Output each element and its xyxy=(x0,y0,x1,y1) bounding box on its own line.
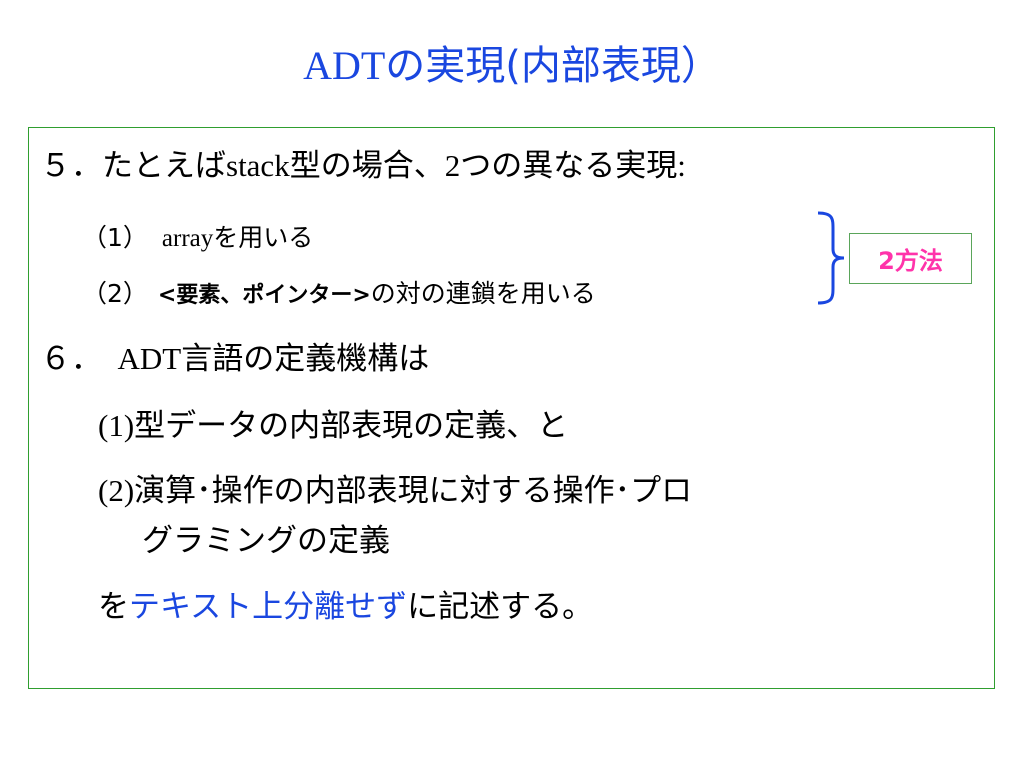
closing-suffix: に記述する。 xyxy=(407,589,594,625)
item-6-suffix: 言語の定義機構は xyxy=(181,341,430,377)
sub-item-1-word: array xyxy=(161,225,214,252)
point-2-continuation-text: グラミングの定義 xyxy=(142,523,390,559)
point-2: (2)演算･操作の内部表現に対する操作･プロ xyxy=(98,475,692,507)
sub-item-1: （1） arrayを用いる xyxy=(82,225,313,251)
point-1: (1)型データの内部表現の定義、と xyxy=(98,410,568,442)
point-2-continuation: グラミングの定義 xyxy=(142,526,390,557)
closing-prefix: を xyxy=(98,589,129,625)
sub-item-1-label: （1） xyxy=(82,223,148,252)
sub-item-2: （2） <要素、ポインター>の対の連鎖を用いる xyxy=(82,281,596,307)
closing-highlight: テキスト上分離せず xyxy=(129,589,408,625)
item-6-word: ADT xyxy=(117,341,182,376)
title-rest: の実現(内部表現） xyxy=(385,43,721,89)
methods-badge: 2方法 xyxy=(849,233,972,284)
item-6-prefix: ６． xyxy=(40,341,118,377)
item-5-suffix: つの異なる実現 xyxy=(460,148,678,184)
sub-item-1-suffix: を用いる xyxy=(213,223,314,252)
closing-line: をテキスト上分離せずに記述する。 xyxy=(98,592,593,623)
item-5: ５．たとえばstack型の場合、2つの異なる実現: xyxy=(40,150,686,182)
item-5-middle: 型の場合、 xyxy=(289,148,445,184)
point-2-text: 演算･操作の内部表現に対する操作･プロ xyxy=(134,473,693,509)
item-5-num: 2 xyxy=(444,148,461,183)
sub-item-2-bold-part: <要素、ポインター> xyxy=(157,283,371,308)
item-5-prefix: ５．たとえば xyxy=(40,148,226,184)
sub-item-2-label: （2） xyxy=(82,279,148,308)
sub-item-2-suffix: の対の連鎖を用いる xyxy=(370,279,596,308)
point-2-label: (2) xyxy=(98,473,135,508)
title-latin: ADT xyxy=(303,43,386,88)
slide-title: ADTの実現(内部表現） xyxy=(0,43,1024,89)
content-box xyxy=(28,127,995,689)
item-5-word: stack xyxy=(226,148,290,183)
item-5-colon: : xyxy=(677,148,686,183)
right-brace-icon xyxy=(817,211,845,305)
point-1-label: (1) xyxy=(98,408,135,443)
methods-badge-label: 2方法 xyxy=(878,247,943,275)
point-1-text: 型データの内部表現の定義、と xyxy=(134,408,569,444)
item-6: ６． ADT言語の定義機構は xyxy=(40,343,429,375)
